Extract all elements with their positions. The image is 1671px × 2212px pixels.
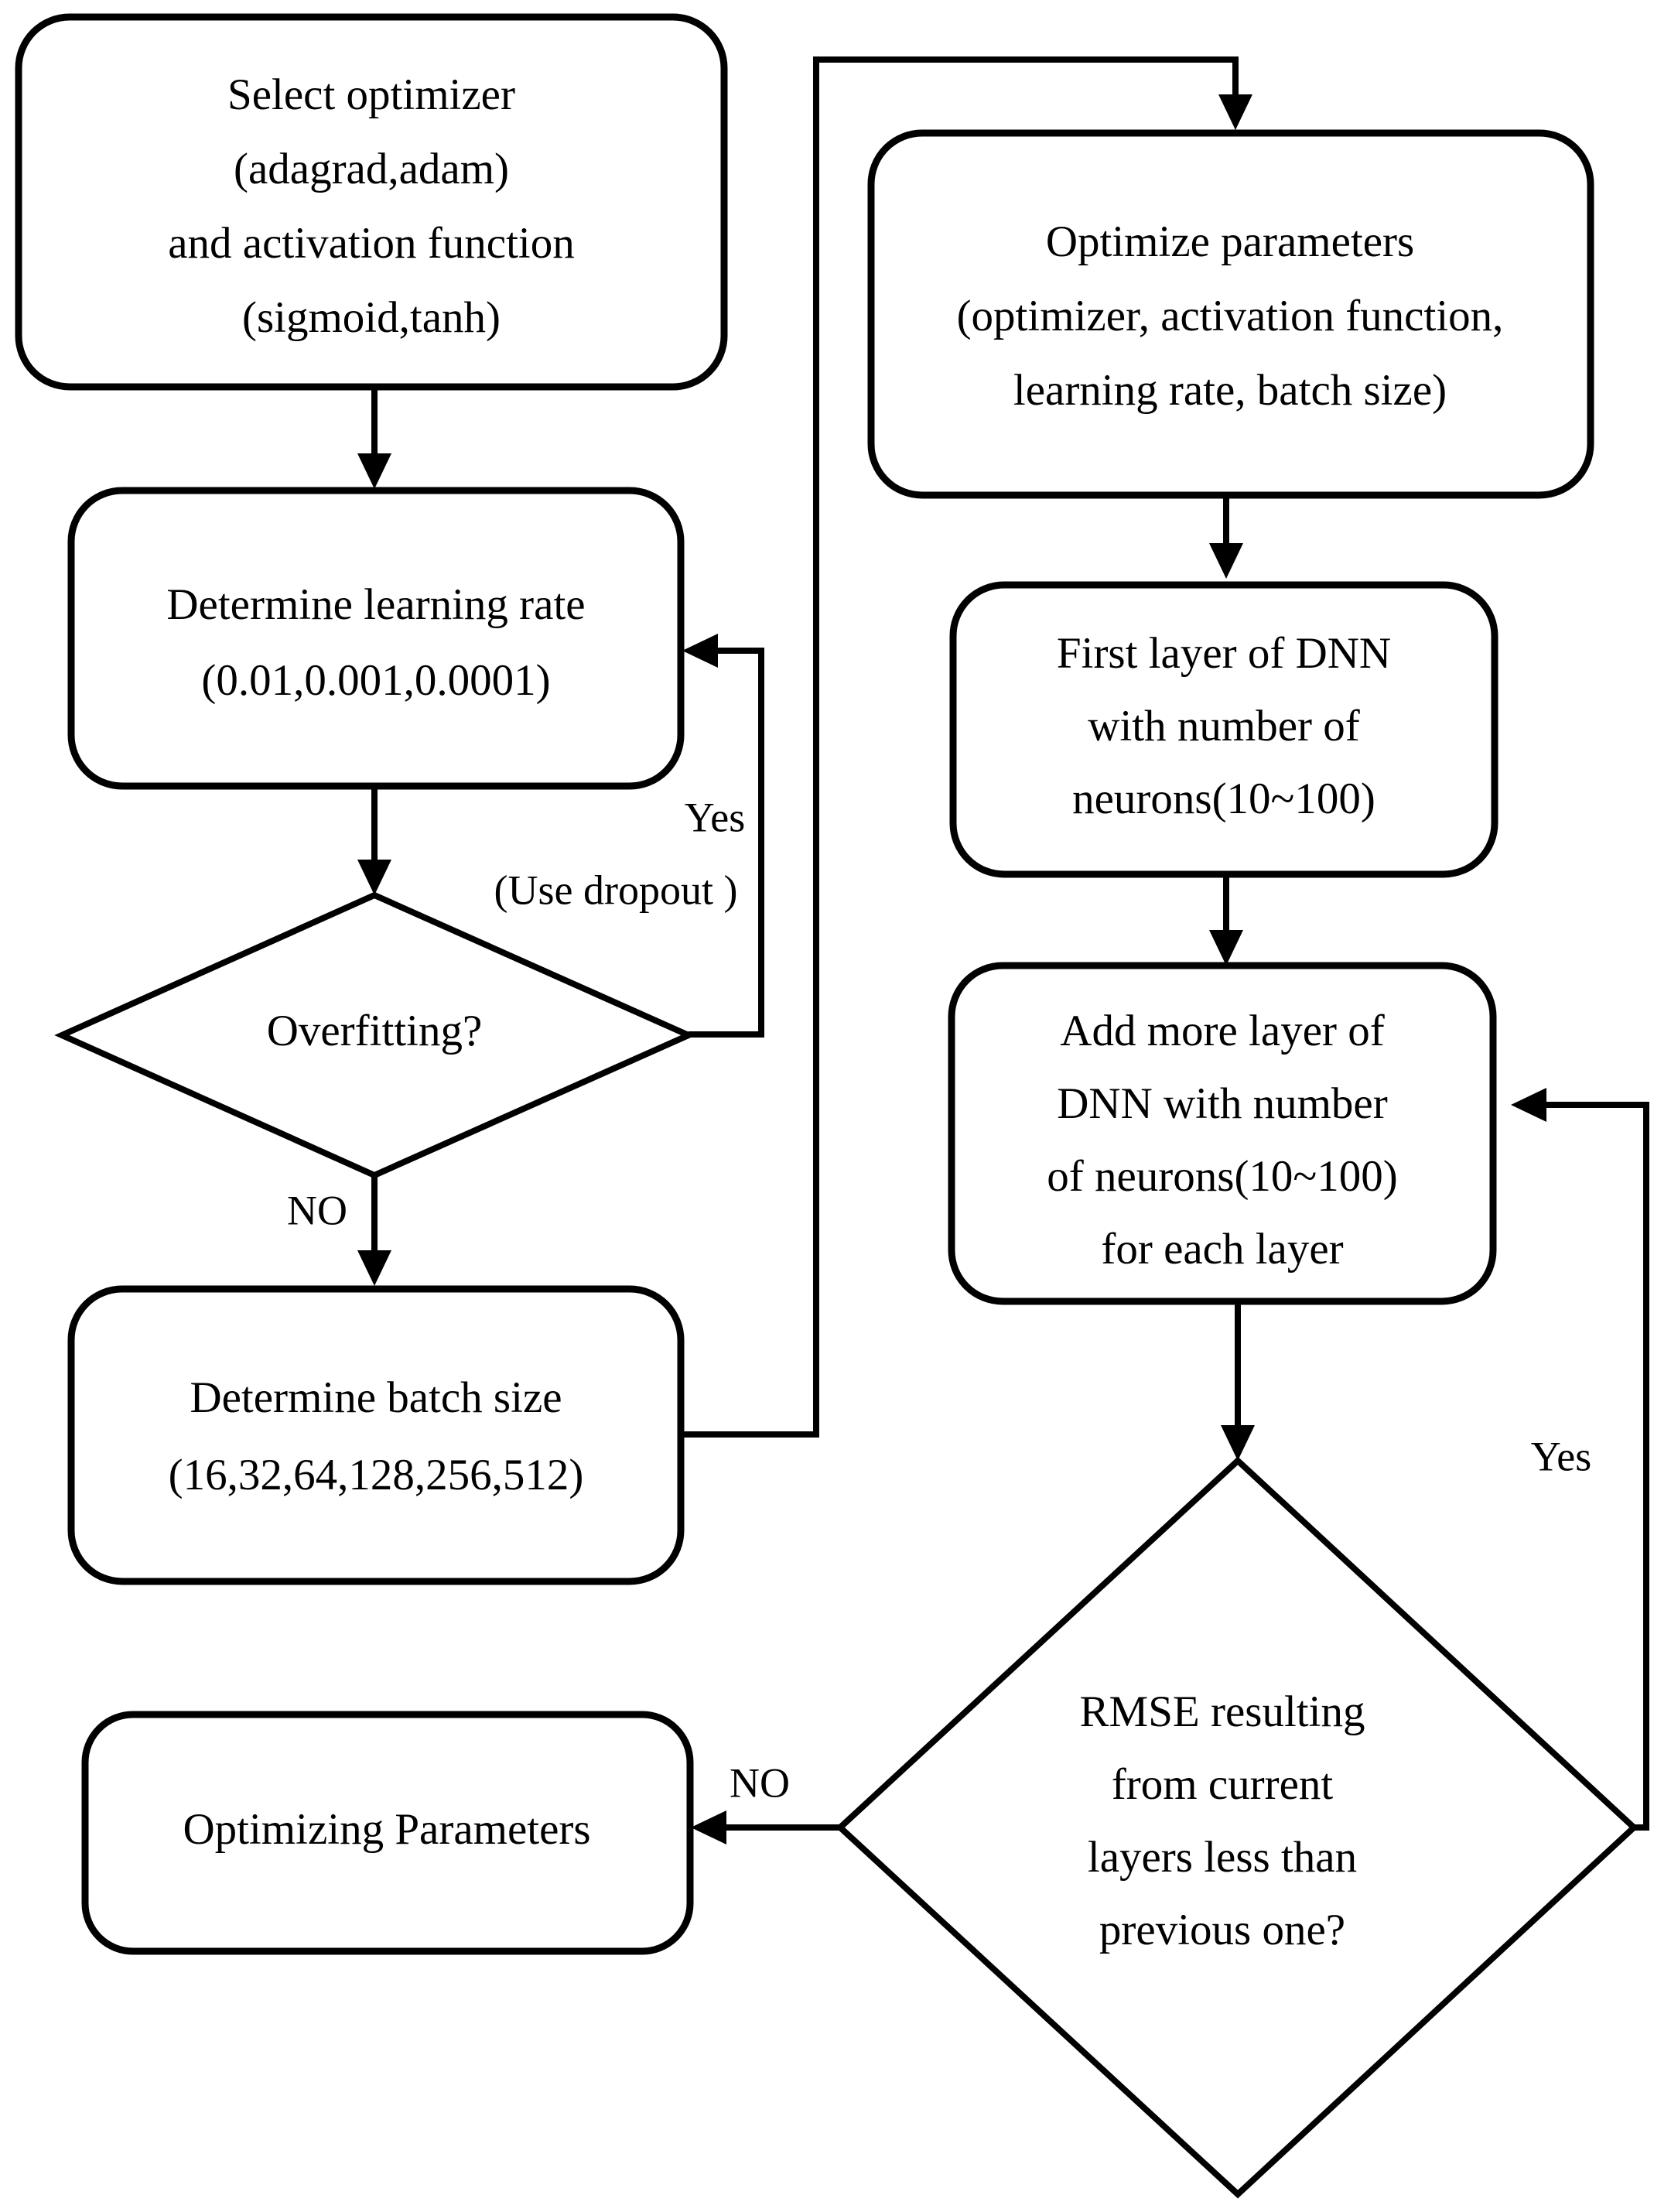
node-select-optimizer[interactable]: Select optimizer (adagrad,adam) and acti… [15,13,728,391]
edge-rmse-yes-loop [1511,1088,1649,1831]
node-rmse-decision-line-2: from current [1112,1760,1334,1809]
node-determine-batch-size-line-2: (16,32,64,128,256,512) [169,1451,584,1499]
edge-label-overfitting-no: NO [287,1187,347,1233]
node-add-more-layer-dnn[interactable]: Add more layer of DNN with number of neu… [948,962,1497,1305]
node-overfitting-label: Overfitting? [267,1007,483,1055]
node-rmse-decision-line-3: layers less than [1088,1833,1357,1882]
edge-batch-size-to-optimize-parameters [681,56,1252,1438]
node-rmse-decision-line-4: previous one? [1099,1906,1345,1954]
node-rmse-decision-line-1: RMSE resulting [1080,1687,1365,1736]
edge-learning-rate-to-overfitting [357,785,391,895]
node-optimizing-parameters[interactable]: Optimizing Parameters [81,1711,694,1955]
edge-label-overfitting-yes-note-text: (Use dropout ) [494,867,738,913]
node-optimize-parameters[interactable]: Optimize parameters (optimizer, activati… [867,129,1594,499]
edge-label-overfitting-yes-note: (Use dropout ) [494,867,738,913]
edge-label-overfitting-yes-text: Yes [685,794,746,840]
node-first-layer-dnn-line-2: with number of [1088,702,1359,750]
node-first-layer-dnn-line-3: neurons(10~100) [1072,774,1375,823]
node-optimize-parameters-line-1: Optimize parameters [1046,217,1414,266]
node-select-optimizer-line-4: (sigmoid,tanh) [242,293,501,342]
node-select-optimizer-line-3: and activation function [168,219,575,268]
edge-label-rmse-yes-text: Yes [1531,1433,1592,1479]
node-determine-learning-rate-line-1: Determine learning rate [166,580,585,629]
edge-label-rmse-no: NO [730,1759,790,1806]
node-determine-learning-rate-line-2: (0.01,0.001,0.0001) [201,656,550,705]
edge-add-layer-to-rmse [1221,1301,1255,1461]
edge-overfitting-yes-loop [682,634,764,1038]
node-add-more-layer-dnn-line-3: of neurons(10~100) [1047,1152,1398,1201]
node-select-optimizer-line-1: Select optimizer [227,70,515,119]
node-determine-batch-size[interactable]: Determine batch size (16,32,64,128,256,5… [67,1285,685,1585]
node-optimizing-parameters-label: Optimizing Parameters [183,1805,590,1854]
edge-optimize-to-first-layer [1209,495,1243,579]
node-select-optimizer-line-2: (adagrad,adam) [234,145,509,193]
node-add-more-layer-dnn-line-1: Add more layer of [1060,1007,1384,1055]
node-determine-batch-size-line-1: Determine batch size [190,1373,562,1422]
node-rmse-decision[interactable]: RMSE resulting from current layers less … [836,1456,1639,2199]
node-optimize-parameters-line-2: (optimizer, activation function, [957,292,1504,340]
edge-label-rmse-no-text: NO [730,1759,790,1806]
node-add-more-layer-dnn-line-2: DNN with number [1057,1079,1387,1128]
edge-rmse-no-to-optimizing-parameters [691,1810,842,1844]
node-determine-learning-rate[interactable]: Determine learning rate (0.01,0.001,0.00… [67,487,685,790]
node-overfitting-decision[interactable]: Overfitting? [54,891,696,1179]
edge-label-overfitting-yes: Yes [685,794,746,840]
edge-first-layer-to-add-layer [1209,874,1243,966]
node-add-more-layer-dnn-line-4: for each layer [1101,1225,1343,1274]
edge-label-rmse-yes: Yes [1531,1433,1592,1479]
node-first-layer-dnn-line-1: First layer of DNN [1057,629,1391,678]
node-optimize-parameters-line-3: learning rate, batch size) [1013,366,1447,415]
edge-select-to-learning-rate [357,387,391,489]
edge-overfitting-no-to-batch-size [357,1176,391,1286]
edge-label-overfitting-no-text: NO [287,1187,347,1233]
node-first-layer-dnn[interactable]: First layer of DNN with number of neuron… [949,581,1498,878]
